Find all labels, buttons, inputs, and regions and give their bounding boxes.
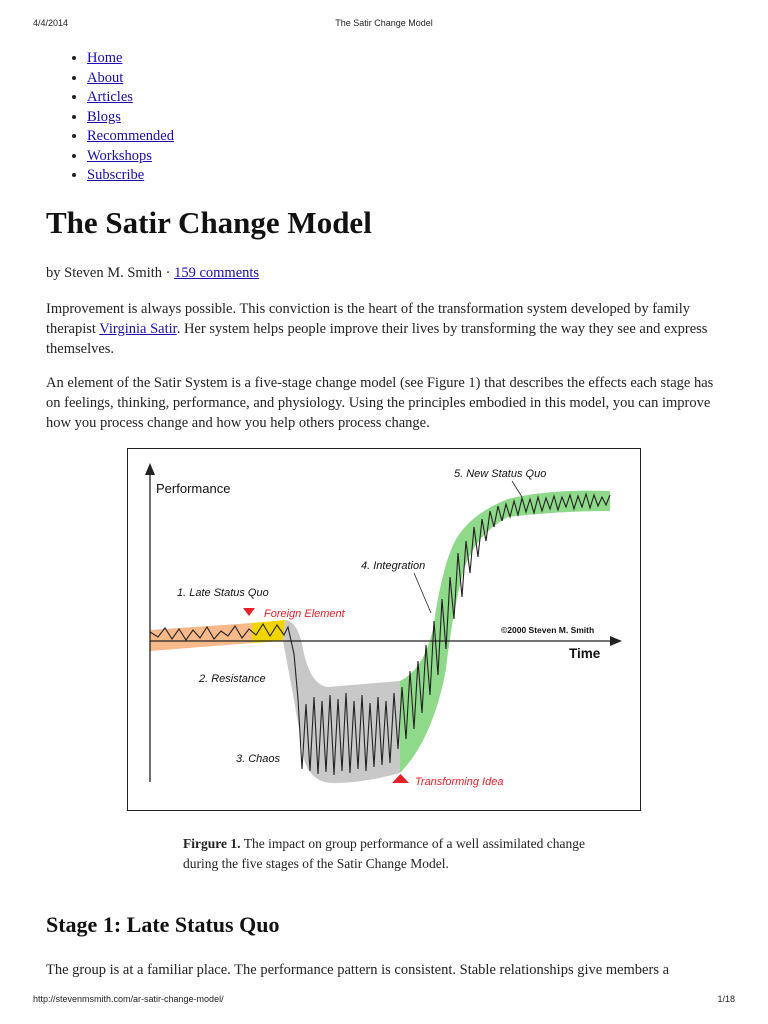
- nav-item-recommended: Recommended: [87, 127, 174, 147]
- nav-link-articles[interactable]: Articles: [87, 89, 133, 105]
- print-date: 4/4/2014: [33, 18, 69, 28]
- nav-item-subscribe: Subscribe: [87, 166, 174, 186]
- performance-line: [149, 492, 611, 776]
- nav-link-blogs[interactable]: Blogs: [87, 108, 121, 125]
- foreign-element-marker-icon: [243, 608, 255, 616]
- integration-band: [400, 499, 508, 773]
- stage-5-pointer: [511, 480, 523, 498]
- footer-url: http://stevenmsmith.com/ar-satir-change-…: [33, 994, 224, 1004]
- page-title: The Satir Change Model: [46, 205, 372, 240]
- stage-4-pointer: [413, 572, 432, 614]
- stage-2-label: 2. Resistance: [198, 673, 266, 685]
- caption-text: The impact on group performance of a wel…: [183, 836, 585, 871]
- figure-diagram: Performance Time ©2000 Steven M. Smith 1…: [145, 463, 622, 788]
- section-heading: Stage 1: Late Status Quo: [46, 912, 280, 937]
- figure-caption: Firgure 1. The impact on group performan…: [183, 834, 585, 873]
- stage-4-label: 4. Integration: [361, 560, 425, 572]
- chaos-band: [283, 620, 400, 784]
- footer-page-number: 1/18: [717, 994, 735, 1004]
- transforming-idea-marker-icon: [392, 774, 409, 783]
- nav-item-about: About: [87, 69, 174, 89]
- nav-link-home[interactable]: Home: [87, 50, 123, 66]
- satir-change-model-figure: Performance Time ©2000 Steven M. Smith 1…: [127, 448, 641, 811]
- intro-paragraph: Improvement is always possible. This con…: [46, 299, 726, 359]
- nav-link-workshops[interactable]: Workshops: [87, 147, 152, 164]
- time-axis-label: Time: [569, 646, 601, 661]
- print-header: 4/4/2014 The Satir Change Model: [0, 18, 768, 30]
- nav-item-workshops: Workshops: [87, 147, 174, 167]
- nav-link-about[interactable]: About: [87, 69, 124, 86]
- byline: by Steven M. Smith · 159 comments: [46, 265, 259, 282]
- stage-3-label: 3. Chaos: [236, 753, 281, 765]
- x-axis-arrow-icon: [610, 636, 622, 646]
- stage-1-label: 1. Late Status Quo: [177, 587, 269, 599]
- stage-5-label: 5. New Status Quo: [454, 468, 546, 480]
- intro-text-b: . Her system helps people improve their …: [46, 321, 708, 357]
- foreign-element-label: Foreign Element: [264, 608, 346, 620]
- y-axis-arrow-icon: [145, 463, 155, 475]
- print-footer: http://stevenmsmith.com/ar-satir-change-…: [0, 994, 768, 1006]
- caption-label: Firgure 1.: [183, 836, 241, 851]
- intro-text-a: Improvement is always possible. This con…: [46, 301, 691, 337]
- performance-axis-label: Performance: [156, 481, 230, 496]
- byline-author: by Steven M. Smith ·: [46, 265, 175, 281]
- site-nav: Home About Articles Blogs Recommended Wo…: [46, 49, 174, 186]
- nav-link-recommended[interactable]: Recommended: [87, 128, 174, 144]
- stage-1-paragraph: The group is at a familiar place. The pe…: [46, 962, 670, 978]
- transforming-idea-label: Transforming Idea: [415, 776, 503, 788]
- nav-item-articles: Articles: [87, 88, 174, 108]
- virginia-satir-link[interactable]: Virginia Satir: [99, 321, 177, 337]
- nav-item-home: Home: [87, 49, 174, 69]
- comments-link[interactable]: 159 comments: [174, 265, 260, 281]
- resistance-band: [252, 620, 285, 643]
- nav-link-subscribe[interactable]: Subscribe: [87, 167, 145, 183]
- copyright-label: ©2000 Steven M. Smith: [501, 625, 594, 635]
- model-paragraph: An element of the Satir System is a five…: [46, 375, 714, 431]
- print-title: The Satir Change Model: [335, 18, 433, 28]
- nav-item-blogs: Blogs: [87, 108, 174, 128]
